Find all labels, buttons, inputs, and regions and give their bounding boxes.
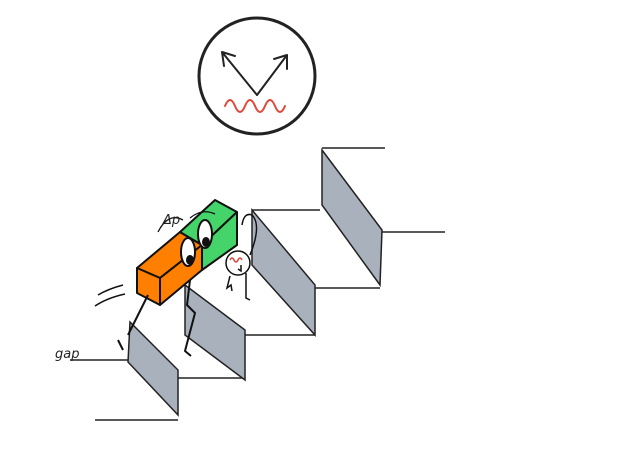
stair-riser-1 xyxy=(127,320,179,417)
delta-p-label: Δp xyxy=(162,213,180,228)
stair-riser-2 xyxy=(184,283,246,382)
small-character xyxy=(225,213,258,301)
wave-vector-circle-icon xyxy=(197,16,317,136)
stair-riser-4 xyxy=(321,147,383,288)
stair-riser-3 xyxy=(251,207,316,337)
block-character xyxy=(94,199,238,357)
gap-label: gap xyxy=(55,347,79,362)
staircase xyxy=(70,147,445,421)
